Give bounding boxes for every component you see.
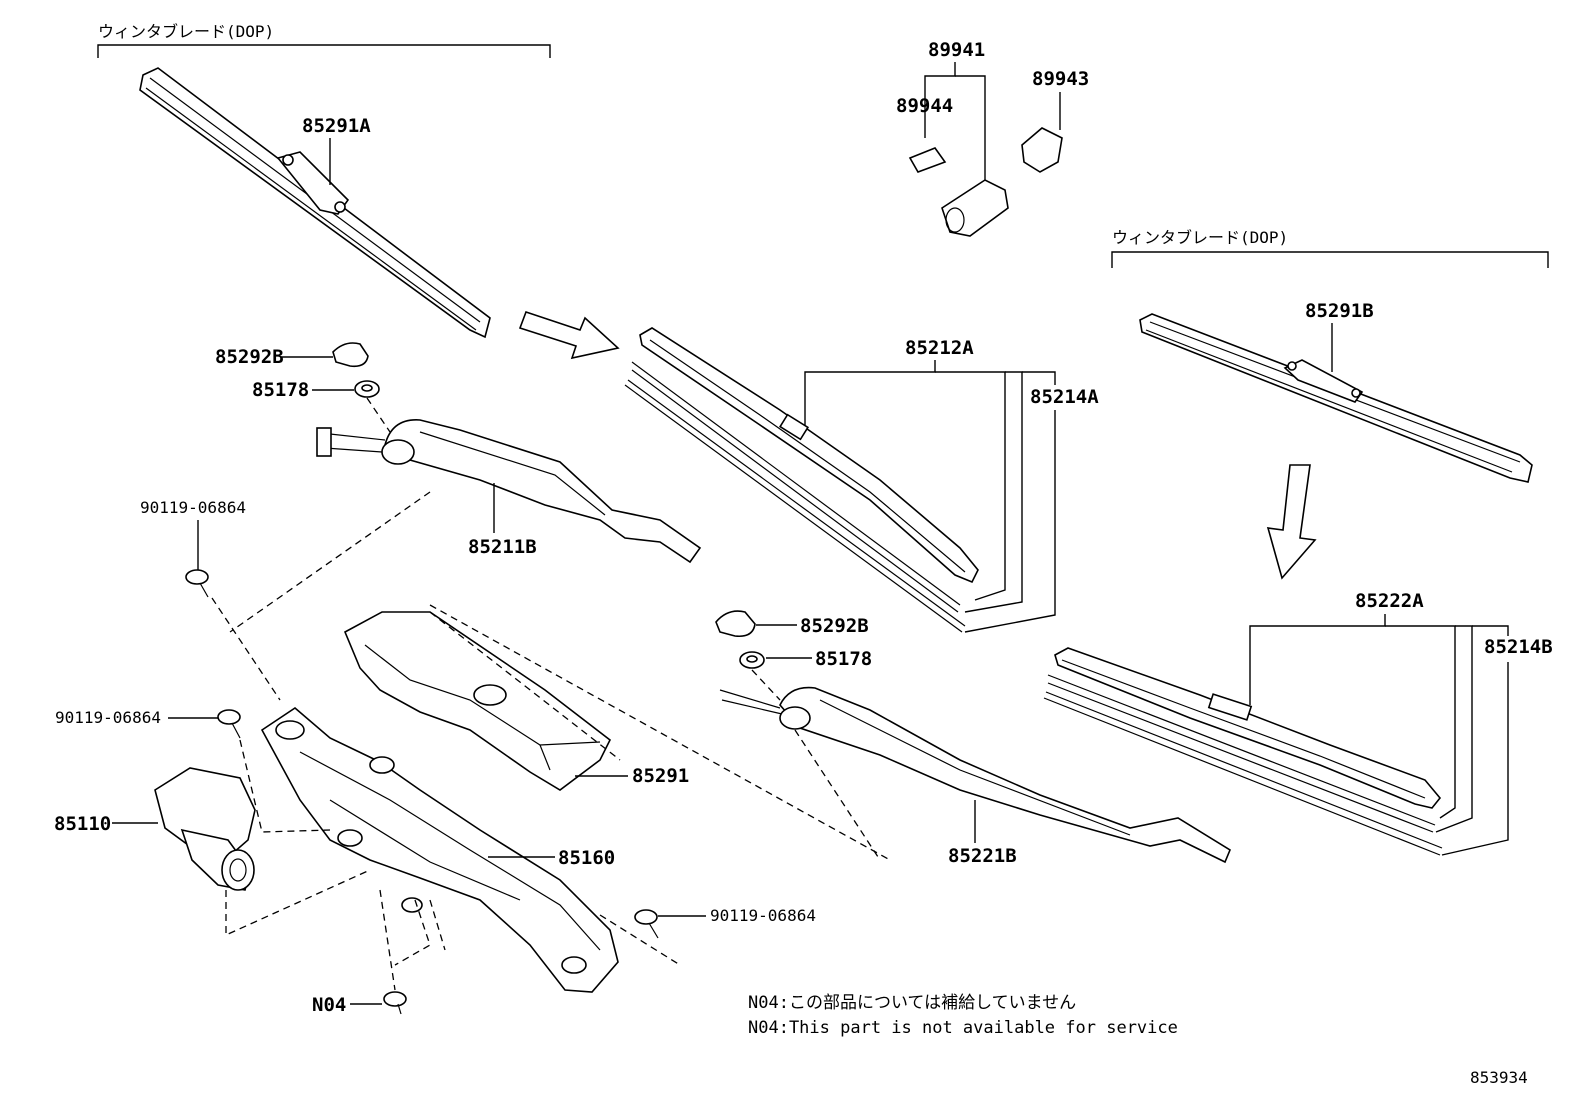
cap-85292B-right[interactable] — [715, 610, 756, 638]
note-ja: N04:この部品については補給していません — [748, 993, 1076, 1013]
leader-85214B-a — [1435, 625, 1473, 833]
label-85178-right: 85178 — [815, 648, 872, 670]
wiper-motor-85110[interactable] — [154, 767, 256, 891]
label-N04: N04 — [312, 994, 346, 1016]
winter-blade-label-right: ウィンタブレード(DOP) — [1112, 228, 1288, 247]
label-85178-left: 85178 — [252, 379, 309, 401]
leader-85214B-c — [1441, 662, 1509, 856]
label-85214B: 85214B — [1484, 636, 1553, 658]
label-bolt-1: 90119-06864 — [140, 498, 246, 517]
label-85292B-left: 85292B — [215, 346, 284, 368]
winter-blade-group-left: ウィンタブレード(DOP) — [97, 22, 551, 339]
wiper-link-85160[interactable] — [260, 706, 619, 993]
direction-arrow-right — [518, 310, 620, 360]
label-89943: 89943 — [1032, 68, 1089, 90]
leader-85214B-b — [1472, 625, 1509, 636]
label-85291B: 85291B — [1305, 300, 1374, 322]
wiper-arm-85211B[interactable] — [316, 419, 702, 564]
bolt-90119-06864-2[interactable] — [217, 709, 241, 739]
label-85291A: 85291A — [302, 115, 371, 137]
label-85110: 85110 — [54, 813, 111, 835]
label-bolt-3: 90119-06864 — [710, 906, 816, 925]
group-bracket-left — [97, 44, 551, 58]
rubber-85214B[interactable] — [1043, 674, 1443, 856]
label-85160: 85160 — [558, 847, 615, 869]
wiper-blade-85212A[interactable] — [639, 327, 979, 584]
bolt-90119-06864-1[interactable] — [185, 569, 209, 598]
label-85221B: 85221B — [948, 845, 1017, 867]
winter-blade-85291A[interactable] — [139, 67, 491, 339]
nut-85178-right[interactable] — [739, 651, 765, 669]
label-85292B-right: 85292B — [800, 615, 869, 637]
pad-89944[interactable] — [908, 147, 947, 173]
direction-arrow-down — [1266, 464, 1317, 580]
leader-89941-a — [924, 62, 956, 138]
bolt-90119-06864-3[interactable] — [634, 909, 659, 939]
clip-89943[interactable] — [1021, 127, 1063, 173]
leader-85214A-c — [964, 410, 1056, 633]
label-85222A: 85222A — [1355, 590, 1424, 612]
group-bracket-right — [1111, 251, 1549, 268]
adapter-89941[interactable] — [941, 179, 1009, 237]
leader-85212A-a — [804, 360, 936, 425]
figure-number: 853934 — [1470, 1068, 1528, 1087]
leader-89941-b — [955, 75, 986, 190]
cap-85292B-left[interactable] — [332, 342, 369, 368]
winter-blade-label-left: ウィンタブレード(DOP) — [98, 22, 274, 41]
rubber-85214A[interactable] — [624, 361, 966, 633]
leader-85214A-a — [964, 371, 1023, 613]
label-89944: 89944 — [896, 95, 953, 117]
label-89941: 89941 — [928, 39, 985, 61]
label-85291: 85291 — [632, 765, 689, 787]
leader-85222A-a — [1249, 614, 1386, 705]
wiper-blade-85222A[interactable] — [1054, 647, 1442, 809]
label-85212A: 85212A — [905, 337, 974, 359]
label-85214A: 85214A — [1030, 386, 1099, 408]
winter-blade-85291B[interactable] — [1139, 313, 1533, 483]
assembly-dash-lines-left — [211, 491, 891, 991]
note-en: N04:This part is not available for servi… — [748, 1018, 1178, 1038]
wiper-arm-85221B[interactable] — [719, 686, 1232, 864]
label-85211B: 85211B — [468, 536, 537, 558]
leader-85212A-b — [935, 371, 1006, 601]
leader-85222A-b — [1385, 625, 1456, 819]
bolt-N04[interactable] — [383, 991, 407, 1015]
label-bolt-2: 90119-06864 — [55, 708, 161, 727]
nut-85178-left[interactable] — [354, 380, 380, 398]
leader-85214A-b — [1022, 371, 1056, 385]
